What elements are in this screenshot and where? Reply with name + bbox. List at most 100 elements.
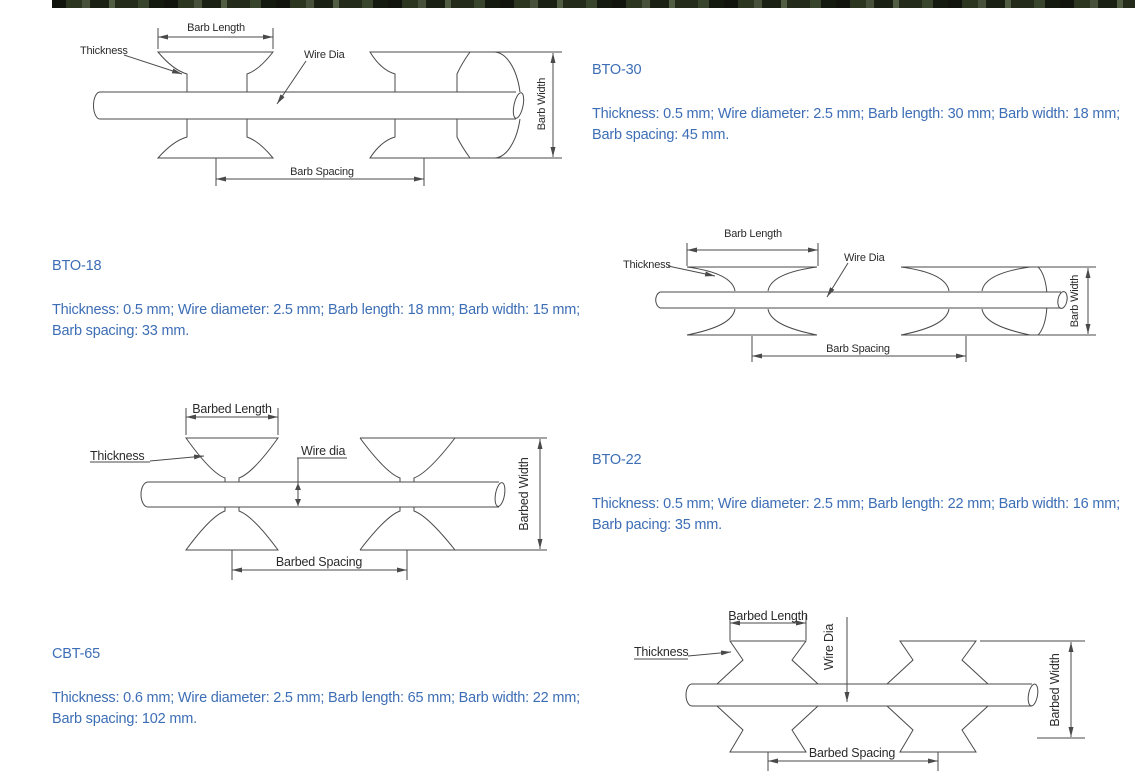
wire-end-cap-left: [685, 683, 693, 707]
barb-bottom: [156, 119, 275, 159]
dimension-wire-dia: [295, 457, 347, 506]
photo-edge-strip: [52, 0, 1135, 8]
product-spec-line: Barb spacing: 45 mm.: [592, 127, 730, 143]
barbs: [156, 51, 562, 159]
wire-end-cap-right: [512, 92, 525, 119]
thickness-label: Thickness: [634, 645, 688, 659]
wire-end-cap-left: [655, 291, 661, 309]
barb-shoulder: [900, 308, 950, 336]
barb-shoulder: [767, 266, 818, 292]
barb-shoulder: [359, 507, 401, 551]
diagram-bto-18: Barb Length Thickness Wire Dia Barb Widt…: [623, 228, 1096, 362]
barbs: [185, 437, 547, 551]
product-section-bto-30: BTO-30 Thickness: 0.5 mm; Wire diameter:…: [592, 62, 1132, 152]
product-spec-line: Thickness: 0.6 mm; Wire diameter: 2.5 mm…: [52, 690, 580, 706]
product-heading: BTO-22: [592, 452, 642, 468]
wire: [93, 91, 525, 120]
wire-end-cap-left: [140, 481, 149, 508]
dimension-barbed-length: [729, 615, 807, 640]
diagram-bto-30: Barb Length Thickness Wire Dia Barb Widt…: [80, 22, 562, 186]
dimension-barb-length: [157, 28, 274, 49]
barb-top: [185, 437, 279, 482]
barb-spacing-label: Barb Spacing: [290, 166, 354, 178]
barb-bottom: [886, 705, 989, 753]
product-heading: BTO-18: [52, 258, 102, 274]
barb-shoulder: [686, 308, 736, 336]
barb-shoulder: [359, 437, 401, 482]
barb-shoulder: [981, 266, 1031, 292]
barb-top: [886, 640, 989, 685]
leader-line: [667, 265, 716, 277]
product-spec-line: Barb spacing: 33 mm.: [52, 323, 190, 339]
barbed-spacing-label: Barbed Spacing: [809, 746, 895, 760]
barb-top: [716, 640, 819, 685]
barb-bottom: [185, 507, 279, 551]
barb-shoulder: [413, 437, 456, 482]
barb-length-label: Barb Length: [187, 22, 245, 34]
product-heading: CBT-65: [52, 646, 100, 662]
diagram-bto-22: Barbed Length Thickness Wire dia Barbed …: [90, 402, 547, 580]
product-section-bto-18: BTO-18 Thickness: 0.5 mm; Wire diameter:…: [52, 258, 592, 348]
thickness-label: Thickness: [90, 449, 144, 463]
dimension-barbed-length: [185, 408, 279, 435]
leader-line: [149, 454, 205, 462]
barb-width-label: Barb Width: [1069, 275, 1081, 327]
barb-outer-edge: [493, 118, 521, 159]
barb-top: [456, 51, 471, 92]
barb-width-label: Barb Width: [536, 78, 548, 130]
dimension-barb-length: [686, 243, 819, 266]
product-section-bto-22: BTO-22 Thickness: 0.5 mm; Wire diameter:…: [592, 452, 1132, 542]
wire-dia-label: Wire Dia: [844, 252, 886, 264]
leader-line: [687, 650, 732, 657]
barb-top: [369, 51, 562, 92]
barb-shoulder: [981, 308, 1031, 336]
barbed-length-label: Barbed Length: [728, 609, 808, 623]
product-spec-line: Barb spacing: 102 mm.: [52, 711, 197, 727]
barb-bottom: [716, 705, 819, 753]
wire: [140, 481, 506, 508]
product-spec-line: Thickness: 0.5 mm; Wire diameter: 2.5 mm…: [592, 496, 1120, 512]
barb-outer-edge: [493, 51, 521, 93]
wire-end-cap-right: [1027, 683, 1039, 707]
thickness-label: Thickness: [80, 45, 128, 57]
barbed-spacing-label: Barbed Spacing: [276, 555, 362, 569]
arrowhead: [295, 499, 301, 506]
arrowhead: [295, 483, 301, 490]
product-spec-line: Barb pacing: 35 mm.: [592, 517, 722, 533]
leader-line: [123, 54, 183, 75]
wire-dia-label: Wire dia: [301, 444, 345, 458]
barbed-width-label: Barbed Width: [517, 457, 531, 531]
wire: [685, 683, 1039, 707]
barb-spacing-label: Barb Spacing: [826, 343, 890, 355]
barb-outer-edge: [1037, 266, 1048, 293]
barbs: [716, 640, 989, 753]
wire-end-cap-right: [1057, 291, 1068, 309]
barb-length-label: Barb Length: [724, 228, 782, 240]
product-section-cbt-65: CBT-65 Thickness: 0.6 mm; Wire diameter:…: [52, 646, 592, 736]
wire-dia-label: Wire Dia: [304, 49, 346, 61]
wire-dia-label: Wire Dia: [822, 624, 836, 671]
barb-shoulder: [413, 507, 456, 551]
leader-line: [826, 262, 849, 298]
wire-end-cap-right: [494, 482, 506, 507]
diagram-cbt-65: Barbed Length Thickness Wire Dia Barbed …: [634, 609, 1085, 771]
barb-shoulder: [686, 266, 736, 292]
leader-line: [276, 60, 307, 105]
barb-shoulder: [767, 308, 818, 336]
wire-end-cap-left: [93, 91, 101, 120]
barb-bottom: [369, 119, 562, 159]
barbed-width-label: Barbed Width: [1048, 653, 1062, 727]
dimension-barbed-spacing: [767, 752, 939, 771]
dimension-barbed-spacing: [231, 550, 408, 580]
barb-outer-edge: [1037, 307, 1048, 336]
dimension-barb-spacing: [215, 158, 425, 186]
wire: [655, 291, 1068, 309]
barb-shoulder: [900, 266, 950, 292]
product-spec-line: Thickness: 0.5 mm; Wire diameter: 2.5 mm…: [592, 106, 1120, 122]
dimension-barbed-width: [980, 640, 1085, 739]
barb-bottom: [456, 119, 471, 159]
dimension-barb-spacing: [751, 336, 967, 362]
barbs: [686, 266, 1096, 336]
